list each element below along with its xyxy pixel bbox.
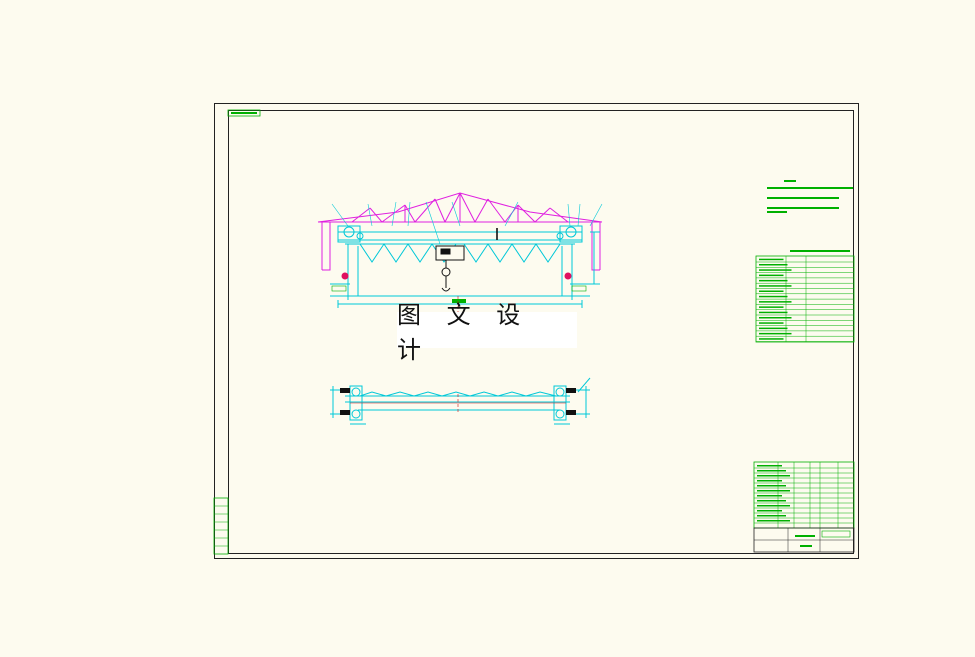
parts-list-row-text [757,515,786,517]
parts-list-row-text [757,470,786,472]
technical-notes [767,180,853,213]
parameters-row-text [759,264,788,266]
parts-list-row-text [757,510,782,512]
end-carriage-right [556,226,577,240]
revision-block [213,497,229,555]
parts-list-row-text [757,490,790,492]
crane-girder [330,225,600,308]
parameters-row-text [759,279,788,282]
parameters-row-text [759,311,788,314]
parts-list-row-text [757,500,786,502]
rail-marker-left [341,272,349,280]
parameters-row-text [759,274,784,277]
parts-list-row-text [757,480,782,482]
parameters-row-text [759,332,792,335]
parts-list-row-text [757,465,782,467]
front-elevation-view [317,192,603,312]
parameters-row-text [759,290,784,292]
end-carriage-left [343,226,364,240]
parameters-row-text [759,269,792,271]
watermark-label: 图 文 设 计 [397,301,577,364]
parameters-row-text [759,258,784,261]
rail-marker-right [564,272,572,280]
parameters-row-text [759,322,784,324]
parts-list-row-text [757,475,790,477]
top-plan-view [330,377,591,425]
electric-hoist [435,245,465,292]
parameters-row-text [759,285,792,287]
parameters-row-text [759,301,792,303]
parameters-row-text [759,327,788,330]
parameters-row-text [759,317,792,319]
parameters-row-text [759,295,788,298]
parameters-row-text [759,338,784,340]
drawing-number-tag [227,109,261,117]
parts-list-row-text [757,505,790,507]
title-block [753,527,855,553]
parts-list-row-text [757,495,782,497]
callout-leaders [331,201,603,245]
drawing-border [228,110,854,554]
parts-list-row-text [757,485,786,487]
roof-truss [317,192,603,271]
parameters-row-text [759,306,784,308]
parts-list-row-text [757,520,790,522]
